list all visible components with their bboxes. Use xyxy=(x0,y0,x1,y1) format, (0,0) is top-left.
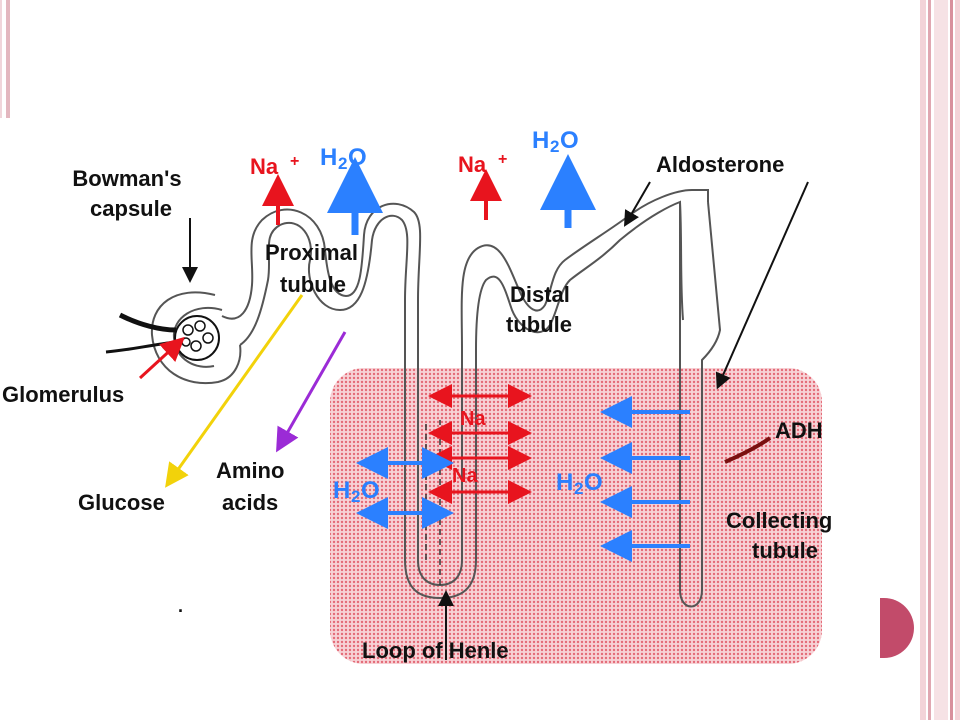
amino-acids-label: Amino xyxy=(216,458,284,483)
slide-right-border-edge xyxy=(955,0,960,720)
loop-water-exchange-arrows xyxy=(356,447,454,529)
amino-acids-arrow xyxy=(276,331,347,453)
slide-left-accent-thin xyxy=(0,0,2,118)
svg-text:O: O xyxy=(584,469,603,496)
svg-text:O: O xyxy=(560,127,579,154)
bowmans-capsule-label-line2: capsule xyxy=(90,196,172,221)
glucose-label: Glucose xyxy=(78,490,165,515)
svg-text:2: 2 xyxy=(351,487,360,506)
svg-text:+: + xyxy=(290,153,299,170)
label-pointer-arrows xyxy=(182,181,809,660)
proximal-tubule-label-line2: tubule xyxy=(280,272,346,297)
svg-text:H: H xyxy=(333,477,350,504)
na-label-distal: Na + xyxy=(458,151,507,177)
svg-text:O: O xyxy=(361,477,380,504)
collecting-tubule-label-line2: tubule xyxy=(752,538,818,563)
h2o-label-loop: H 2 O xyxy=(333,477,380,506)
aldosterone-label: Aldosterone xyxy=(656,152,784,177)
proximal-tubule-label: Proximal xyxy=(265,240,358,265)
svg-text:Na: Na xyxy=(458,152,487,177)
na-label-loop-upper: Na xyxy=(460,408,486,430)
svg-text:2: 2 xyxy=(574,479,583,498)
svg-text:H: H xyxy=(556,469,573,496)
collecting-duct-water-arrows xyxy=(600,396,690,562)
distal-tubule-label-line2: tubule xyxy=(506,312,572,337)
amino-acids-label-line2: acids xyxy=(222,490,278,515)
na-label-loop-lower: Na xyxy=(452,465,478,487)
svg-text:H: H xyxy=(320,144,337,171)
glomerulus-pointer-arrow xyxy=(138,336,185,380)
loop-of-henle-label: Loop of Henle xyxy=(362,638,509,663)
adh-pointer xyxy=(724,436,772,464)
slide-right-border xyxy=(920,0,926,720)
svg-text:O: O xyxy=(348,144,367,171)
h2o-label-collecting: H 2 O xyxy=(556,469,603,498)
distal-tubule-label: Distal xyxy=(510,282,570,307)
na-label-proximal: Na + xyxy=(250,153,299,179)
slide-left-accent xyxy=(6,0,10,118)
slide-right-border-line-2 xyxy=(950,0,953,720)
h2o-label-proximal: H 2 O xyxy=(320,144,367,173)
nephron-diagram: Bowman's capsule Glomerulus Proximal tub… xyxy=(2,127,832,664)
slide-right-border-line xyxy=(928,0,931,720)
slide-right-border-band xyxy=(934,0,948,720)
svg-text:Na: Na xyxy=(250,154,279,179)
stray-dot: . xyxy=(178,596,183,616)
bowmans-capsule-label: Bowman's xyxy=(72,166,181,191)
svg-text:2: 2 xyxy=(338,154,347,173)
collecting-tubule-label: Collecting xyxy=(726,508,832,533)
glomerulus-icon xyxy=(105,312,220,361)
svg-text:2: 2 xyxy=(550,137,559,156)
glucose-arrow xyxy=(165,294,304,488)
adh-label: ADH xyxy=(775,418,823,443)
glomerulus-label: Glomerulus xyxy=(2,382,124,407)
svg-text:H: H xyxy=(532,127,549,154)
svg-text:+: + xyxy=(498,151,507,168)
h2o-label-distal: H 2 O xyxy=(532,127,579,156)
